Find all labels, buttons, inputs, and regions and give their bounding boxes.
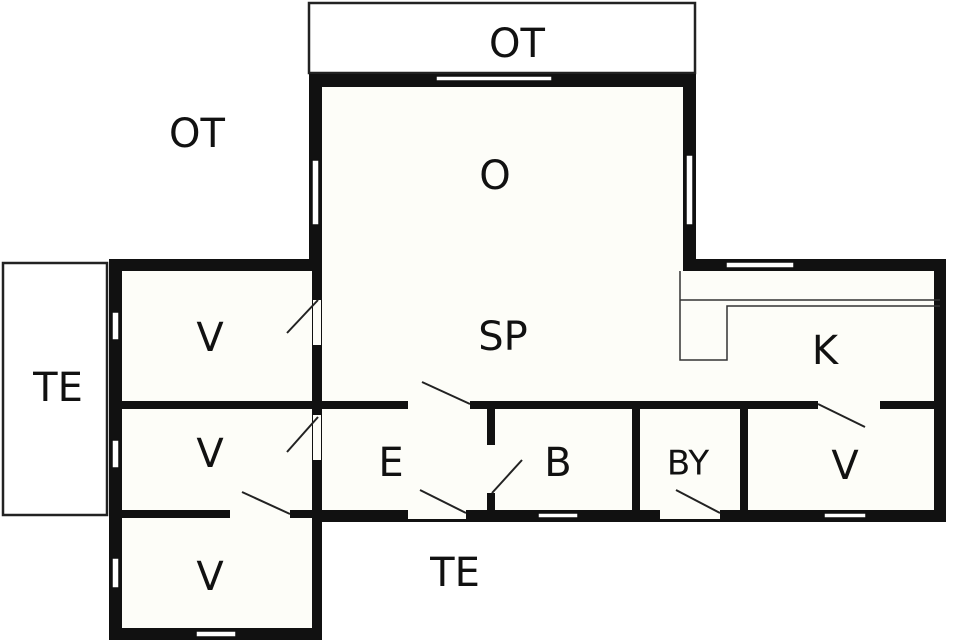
label-ot-top: OT bbox=[489, 21, 545, 67]
terrace-top bbox=[307, 1, 697, 75]
label-ot-left: OT bbox=[169, 111, 225, 157]
kitchen-counter bbox=[679, 271, 940, 361]
terrace-left bbox=[1, 261, 109, 517]
label-v-right: V bbox=[831, 443, 859, 489]
label-o: O bbox=[479, 153, 510, 199]
door-openings bbox=[230, 299, 880, 519]
label-by: BY bbox=[667, 444, 709, 484]
floor-area bbox=[116, 80, 941, 635]
label-te-left: TE bbox=[32, 365, 83, 411]
windows bbox=[111, 75, 867, 638]
label-sp: SP bbox=[478, 314, 528, 360]
label-te-bottom: TE bbox=[429, 550, 480, 596]
label-v-lower-left: V bbox=[196, 554, 224, 600]
label-v-upper-left: V bbox=[196, 315, 224, 361]
label-e: E bbox=[378, 440, 403, 486]
label-b: B bbox=[544, 440, 571, 486]
label-v-middle-left: V bbox=[196, 431, 224, 477]
label-k: K bbox=[812, 328, 840, 374]
